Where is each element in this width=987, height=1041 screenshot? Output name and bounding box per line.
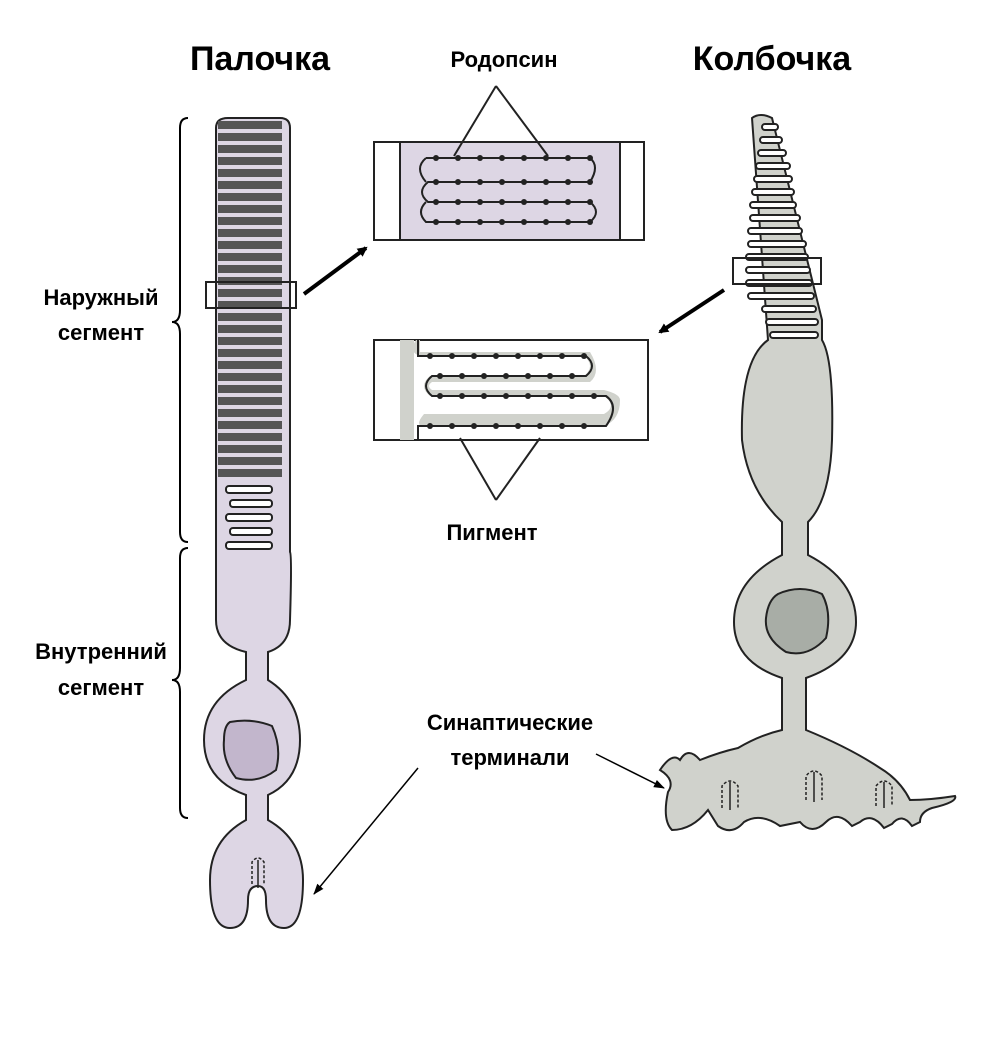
pigment-membrane (400, 340, 620, 440)
outer-segment-label-2: сегмент (58, 320, 144, 345)
cone-synaptic-lines (729, 772, 885, 810)
pigment-detail (373, 339, 649, 501)
inner-segment-label-1: Внутренний (35, 639, 167, 664)
pigment-chain (417, 340, 614, 440)
pigment-dots (427, 353, 597, 429)
cone-synaptic-vesicles (721, 770, 893, 808)
outer-segment-brace (171, 117, 189, 543)
cone-to-pigment-arrow (658, 288, 726, 334)
rod-basal-folds (225, 485, 273, 550)
rod-body (202, 117, 305, 930)
inner-segment-label-2: сегмент (58, 675, 144, 700)
rhodopsin-label: Родопсин (450, 47, 557, 72)
rod-nucleus (222, 719, 280, 781)
rod-to-rhodopsin-arrow (302, 246, 368, 296)
rod-synaptic-vesicle (251, 857, 265, 884)
rhodopsin-detail (373, 85, 645, 241)
cone-detail-box (732, 257, 822, 285)
rod-synaptic-pointer (313, 767, 419, 895)
rhodopsin-dots (433, 155, 593, 225)
cone-body (658, 114, 957, 832)
cone-cell (658, 114, 957, 832)
cone-title: Колбочка (693, 40, 853, 78)
pigment-label: Пигмент (446, 520, 537, 545)
synaptic-label-2: терминали (451, 745, 570, 770)
outer-segment-label-1: Наружный (44, 285, 159, 310)
cone-nucleus (764, 588, 830, 655)
synaptic-label-1: Синаптические (427, 710, 593, 735)
rod-title: Палочка (190, 40, 331, 78)
rod-detail-box (205, 281, 297, 309)
rod-cell (202, 117, 305, 930)
inner-segment-brace (171, 547, 189, 819)
cone-synaptic-pointer (595, 753, 665, 789)
rhodopsin-chain (419, 157, 597, 223)
